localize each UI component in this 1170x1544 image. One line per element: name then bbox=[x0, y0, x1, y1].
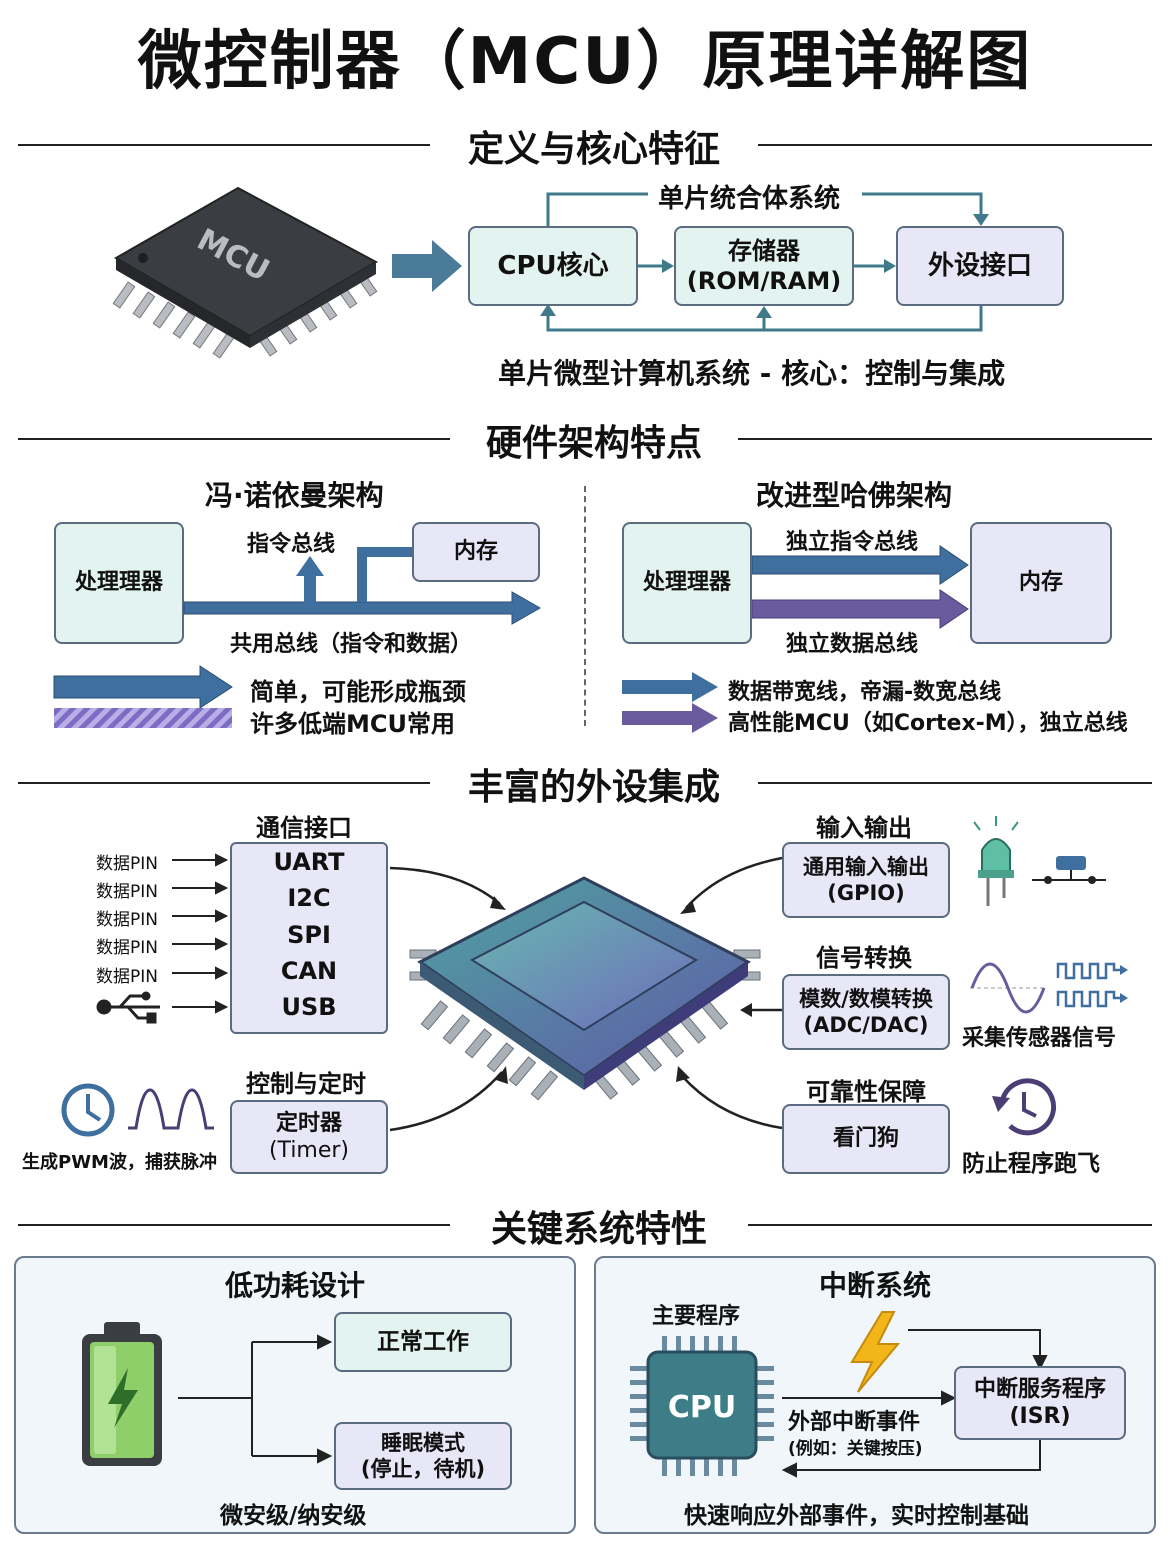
usb-icon bbox=[96, 991, 160, 1024]
lightning-icon bbox=[850, 1311, 901, 1393]
clock-icon bbox=[61, 1083, 115, 1137]
comm-item-uart: UART bbox=[273, 848, 345, 876]
vn-memory-box: 内存 bbox=[412, 522, 540, 582]
normal-mode-box: 正常工作 bbox=[334, 1312, 512, 1372]
history-clock-icon bbox=[992, 1078, 1056, 1136]
pin-arrows bbox=[172, 853, 229, 1014]
hv-processor-box: 处理理器 bbox=[622, 522, 752, 644]
hv-legend-arrow-2 bbox=[622, 703, 718, 733]
reliability-caption: 防止程序跑飞 bbox=[962, 1151, 1100, 1177]
definition-caption: 单片微型计算机系统 - 核心：控制与集成 bbox=[498, 357, 1006, 390]
watchdog-box: 看门狗 bbox=[782, 1104, 950, 1174]
isr-box: 中断服务程序 (ISR) bbox=[954, 1366, 1126, 1440]
hv-legend-2: 高性能MCU（如Cortex-M），独立总线 bbox=[728, 711, 1128, 736]
comm-title: 通信接口 bbox=[256, 814, 352, 842]
hv-legend-arrow-1 bbox=[622, 672, 718, 702]
vn-shared-bus-arrow bbox=[183, 591, 542, 625]
hv-instruction-bus-label: 独立指令总线 bbox=[786, 530, 919, 555]
adc-line1: 模数/数模转换 bbox=[799, 986, 933, 1011]
pulse-wave-icon bbox=[128, 1088, 214, 1130]
pin-label: 数据PIN bbox=[96, 938, 158, 958]
interrupt-title: 中断系统 bbox=[818, 1269, 931, 1302]
page-title: 微控制器（MCU）原理详解图 bbox=[137, 25, 1033, 99]
pin-label: 数据PIN bbox=[96, 882, 158, 902]
led-icon bbox=[973, 816, 1019, 906]
adc-line2: (ADC/DAC) bbox=[803, 1013, 929, 1037]
section-title-key-features: 关键系统特性 bbox=[450, 1200, 748, 1252]
gpio-line1: 通用输入输出 bbox=[803, 854, 929, 879]
comm-item-i2c: I2C bbox=[287, 884, 331, 912]
memory-line2: (ROM/RAM) bbox=[686, 267, 842, 295]
hv-instruction-arrow bbox=[751, 545, 969, 585]
section-title-definition: 定义与核心特征 bbox=[430, 120, 758, 172]
comm-item-usb: USB bbox=[281, 993, 337, 1021]
low-power-title: 低功耗设计 bbox=[224, 1269, 365, 1302]
gpio-box: 通用输入输出 (GPIO) bbox=[782, 842, 950, 918]
vn-processor-box: 处理理器 bbox=[54, 522, 184, 644]
vn-legend-1: 简单，可能形成瓶颈 bbox=[250, 678, 466, 706]
comm-box bbox=[230, 842, 388, 1034]
isr-line1: 中断服务程序 bbox=[973, 1376, 1106, 1402]
peripheral-box: 外设接口 bbox=[896, 226, 1064, 306]
signal-caption: 采集传感器信号 bbox=[962, 1026, 1117, 1051]
reliability-title: 可靠性保障 bbox=[806, 1078, 926, 1106]
gpio-line2: (GPIO) bbox=[827, 881, 905, 905]
pin-label: 数据PIN bbox=[96, 910, 158, 930]
section-title-peripherals: 丰富的外设集成 bbox=[430, 758, 758, 810]
interrupt-cpu-label: CPU bbox=[667, 1390, 737, 1425]
von-neumann-title: 冯·诺依曼架构 bbox=[205, 479, 384, 512]
sleep-mode-box: 睡眠模式 (停止，待机) bbox=[334, 1422, 512, 1490]
timer-box: 定时器 (Timer) bbox=[230, 1100, 388, 1174]
interrupt-cpu-chip bbox=[646, 1350, 758, 1460]
cpu-core-box: CPU核心 bbox=[468, 226, 638, 306]
vn-instruction-bus-label: 指令总线 bbox=[247, 532, 336, 557]
battery-lightning-icon bbox=[108, 1368, 138, 1428]
harvard-title: 改进型哈佛架构 bbox=[756, 479, 953, 512]
hv-data-arrow bbox=[751, 589, 969, 629]
comm-item-spi: SPI bbox=[287, 921, 331, 949]
interrupt-event-example: (例如：关键按压) bbox=[788, 1439, 923, 1459]
timer-line2: (Timer) bbox=[268, 1138, 350, 1163]
sleep-line1: 睡眠模式 bbox=[381, 1430, 465, 1455]
system-label: 单片统合体系统 bbox=[652, 178, 847, 215]
sine-wave-icon bbox=[970, 962, 1046, 1014]
architecture-divider bbox=[584, 486, 586, 726]
interrupt-caption: 快速响应外部事件，实时控制基础 bbox=[684, 1503, 1029, 1529]
adc-dac-box: 模数/数模转换 (ADC/DAC) bbox=[782, 974, 950, 1050]
vn-legend-arrow bbox=[53, 665, 233, 709]
comm-item-can: CAN bbox=[280, 957, 338, 985]
central-chip-top bbox=[469, 900, 699, 1032]
interrupt-event-label: 外部中断事件 bbox=[788, 1410, 921, 1435]
timer-line1: 定时器 bbox=[275, 1110, 342, 1136]
interrupt-cpu-pins bbox=[630, 1336, 774, 1476]
timer-title: 控制与定时 bbox=[246, 1070, 366, 1098]
definition-arrow bbox=[392, 240, 462, 292]
vn-legend-2: 许多低端MCU常用 bbox=[250, 710, 455, 738]
low-power-caption: 微安级/纳安级 bbox=[220, 1503, 367, 1529]
connector-arrows bbox=[389, 856, 783, 1132]
memory-box: 存储器 (ROM/RAM) bbox=[674, 226, 854, 306]
io-title: 输入输出 bbox=[816, 814, 912, 842]
isr-line2: (ISR) bbox=[1009, 1404, 1071, 1429]
pin-label: 数据PIN bbox=[96, 967, 158, 987]
vn-shared-bus-label: 共用总线（指令和数据） bbox=[230, 632, 473, 657]
sleep-line2: (停止，待机) bbox=[360, 1457, 486, 1481]
hv-data-bus-label: 独立数据总线 bbox=[786, 632, 919, 657]
section-title-hardware: 硬件架构特点 bbox=[450, 414, 738, 466]
signal-title: 信号转换 bbox=[816, 944, 912, 972]
button-switch-icon bbox=[1032, 856, 1106, 884]
memory-line1: 存储器 bbox=[728, 237, 800, 265]
timer-caption: 生成PWM波，捕获脉冲 bbox=[22, 1152, 217, 1173]
square-wave-icon bbox=[1056, 962, 1122, 1008]
vn-legend-hatched-bar bbox=[54, 708, 232, 728]
hv-memory-box: 内存 bbox=[970, 522, 1112, 644]
main-program-label: 主要程序 bbox=[652, 1304, 741, 1329]
pin-label: 数据PIN bbox=[96, 854, 158, 874]
hv-legend-1: 数据带宽线，帝漏-数宽总线 bbox=[728, 680, 1002, 705]
